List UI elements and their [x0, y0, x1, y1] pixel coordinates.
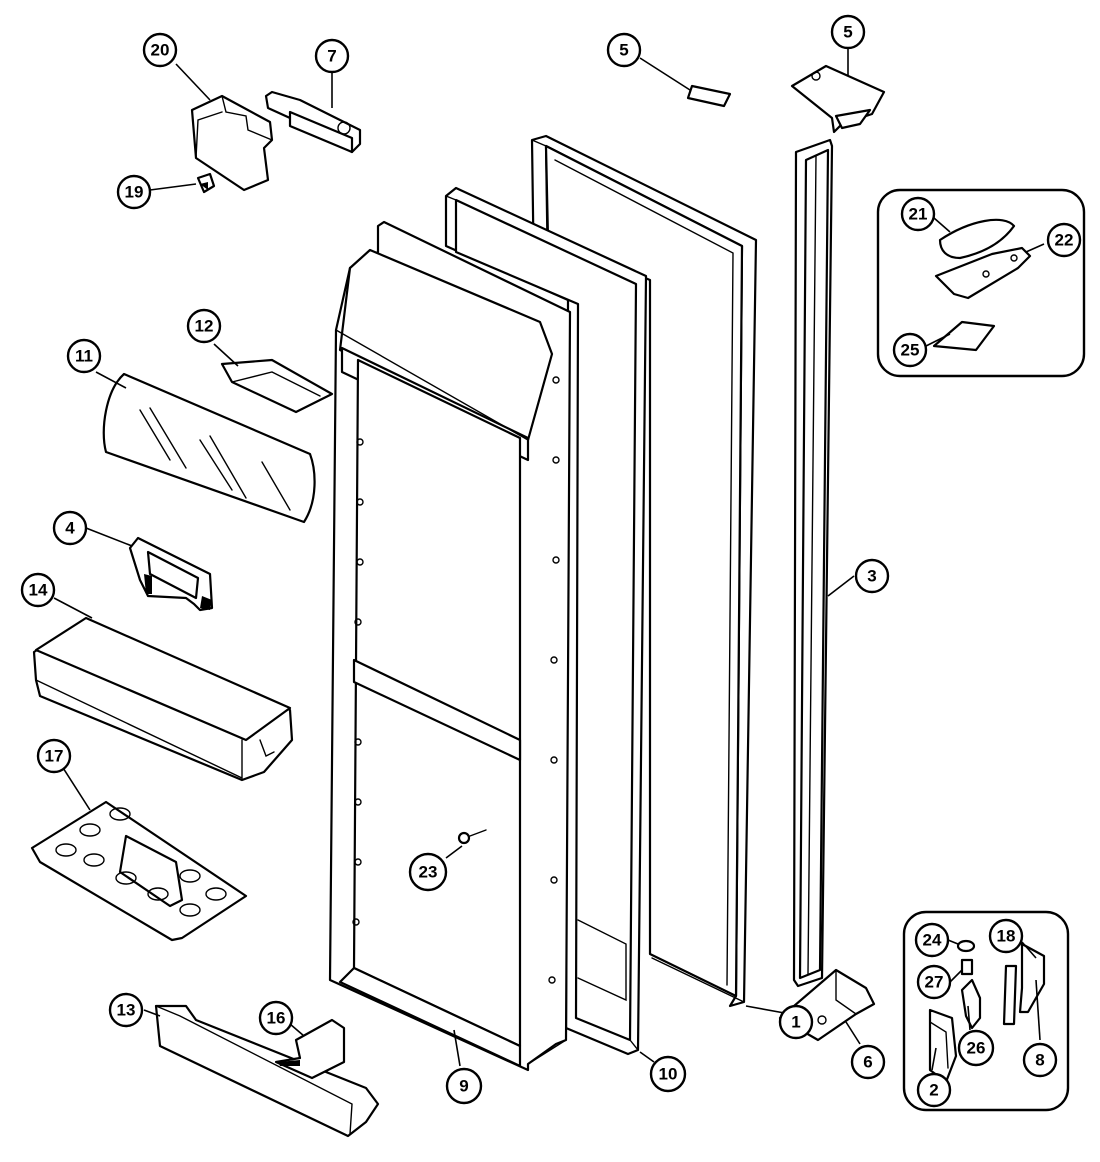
callout-20: 20: [142, 32, 178, 68]
hinge-clip: [196, 172, 216, 194]
callout-1-label: 1: [791, 1013, 800, 1032]
callout-5-label-part: 5: [606, 32, 642, 68]
bin-clip: [274, 1018, 346, 1080]
egg-tray: [30, 800, 248, 942]
callout-6-label: 6: [863, 1053, 872, 1072]
callout-26-label: 26: [967, 1039, 986, 1058]
callout-18-label: 18: [997, 927, 1016, 946]
callout-22-label: 22: [1055, 231, 1074, 250]
callout-27-label: 27: [925, 973, 944, 992]
callout-19-label: 19: [125, 183, 144, 202]
callout-5a-label: 5: [619, 41, 628, 60]
callout-22: 22: [1046, 222, 1082, 258]
callout-3: 3: [854, 558, 890, 594]
callout-4: 4: [52, 510, 88, 546]
bottom-door-bin: [154, 1004, 380, 1138]
callout-26: 26: [957, 1029, 995, 1067]
callout-17-label: 17: [45, 747, 64, 766]
callout-14-label: 14: [29, 581, 48, 600]
handle-top-cap: [790, 64, 886, 134]
callout-2-label: 2: [929, 1081, 938, 1100]
shelf-bracket: [128, 536, 214, 612]
callout-8-label: 8: [1035, 1051, 1044, 1070]
callout-8: 8: [1022, 1042, 1058, 1078]
callout-14: 14: [20, 572, 56, 608]
callout-5-cap-part: 5: [830, 14, 866, 50]
callout-10-label: 10: [659, 1065, 678, 1084]
callout-9: 9: [445, 1067, 483, 1105]
callout-16-label: 16: [267, 1009, 286, 1028]
dispenser-tray: [220, 358, 334, 414]
callout-16: 16: [258, 1000, 294, 1036]
callout-12-label: 12: [195, 317, 214, 336]
callout-19: 19: [116, 174, 152, 210]
callout-21-label: 21: [909, 205, 928, 224]
small-label: [686, 84, 732, 108]
door-handle-strip: [792, 138, 834, 988]
door-gasket: [444, 186, 648, 1056]
callout-10: 10: [649, 1055, 687, 1093]
callout-13: 13: [108, 992, 144, 1028]
screw: [457, 829, 487, 845]
hinge-hardware-inset: [902, 910, 1070, 1112]
callout-5b-label: 5: [843, 23, 852, 42]
callout-12: 12: [186, 308, 222, 344]
callout-27: 27: [916, 964, 952, 1000]
callout-7: 7: [314, 38, 350, 74]
callout-2: 2: [916, 1072, 952, 1108]
long-door-bin: [32, 616, 294, 782]
hinge-bracket: [190, 94, 274, 192]
callout-25-label: 25: [901, 341, 920, 360]
callout-11-label: 11: [75, 347, 93, 366]
callout-13-label: 13: [117, 1001, 136, 1020]
callout-23-label: 23: [419, 863, 438, 882]
callout-24-label: 24: [923, 931, 942, 950]
callout-9-label: 9: [459, 1077, 468, 1096]
callout-11: 11: [66, 338, 102, 374]
callout-24: 24: [914, 922, 950, 958]
callout-21: 21: [900, 196, 936, 232]
clear-bin-cover: [102, 372, 316, 524]
callout-6: 6: [850, 1044, 886, 1080]
leader-lines: [53, 48, 1045, 1071]
callout-23: 23: [408, 852, 448, 892]
callout-3-label: 3: [867, 567, 876, 586]
callout-7-label: 7: [327, 47, 336, 66]
callout-25: 25: [892, 332, 928, 368]
callout-1: 1: [778, 1004, 814, 1040]
callout-20-label: 20: [151, 41, 170, 60]
callout-4-label: 4: [65, 519, 75, 538]
hinge-cover-inset: [876, 188, 1086, 378]
inner-door-liner: [328, 220, 572, 1072]
hinge-pin-assembly: [264, 90, 362, 154]
callout-18: 18: [988, 918, 1024, 954]
callout-17: 17: [36, 738, 72, 774]
